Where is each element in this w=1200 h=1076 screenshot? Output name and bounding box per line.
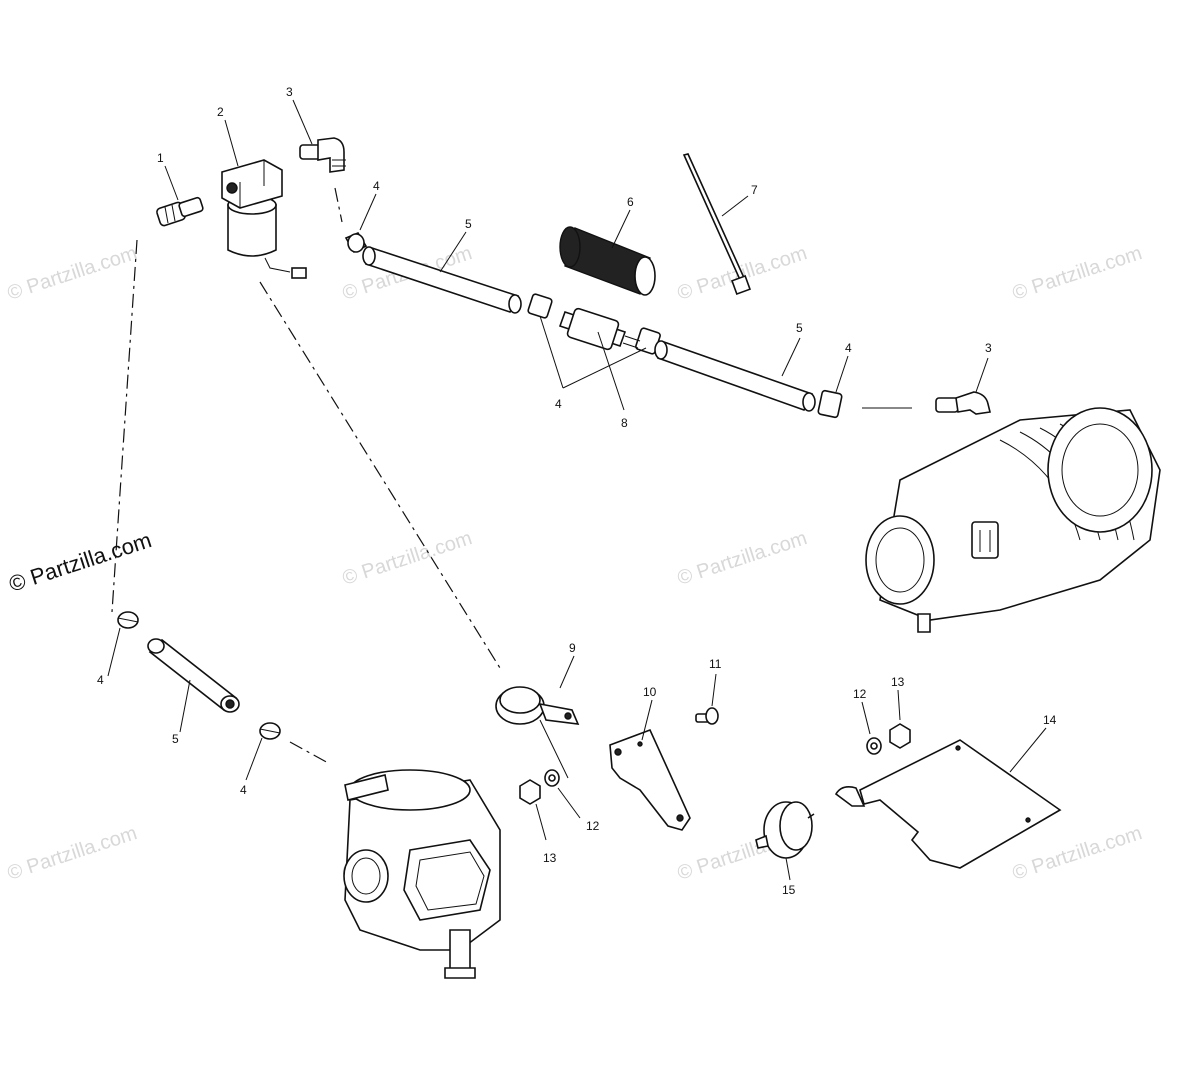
part-15-rubber-mount (755, 801, 815, 859)
part-3-elbow-fitting (299, 137, 346, 173)
callout-8: 8 (621, 416, 628, 430)
part-2-solenoid (221, 159, 307, 279)
part-4-clamp (117, 611, 139, 629)
part-airbox (865, 407, 1161, 633)
part-5-hose (147, 638, 240, 713)
watermark: © Partzilla.com (675, 527, 810, 590)
part-10-bracket (609, 728, 691, 831)
callout-1: 1 (157, 151, 164, 165)
part-4-clamp (527, 293, 553, 319)
part-7-cable-tie (682, 153, 751, 295)
watermark: © Partzilla.com (5, 822, 140, 885)
callout-5: 5 (465, 217, 472, 231)
part-6-sleeve (559, 226, 656, 296)
part-1-fitting (156, 196, 204, 227)
callout-6: 6 (627, 195, 634, 209)
callout-labels: 1 2 3 4 5 6 7 4 5 4 8 5 4 3 4 5 4 9 10 1… (97, 85, 1057, 897)
callout-10: 10 (643, 685, 657, 699)
part-4-clamp (344, 231, 368, 254)
callout-4: 4 (555, 397, 562, 411)
part-4-clamp (817, 389, 843, 419)
part-11-bolt (695, 707, 719, 725)
callout-14: 14 (1043, 713, 1057, 727)
callout-4: 4 (373, 179, 380, 193)
part-13-nut (889, 723, 911, 749)
callout-4: 4 (240, 783, 247, 797)
watermark-featured: © Partzilla.com (6, 527, 155, 597)
callout-12: 12 (586, 819, 600, 833)
connection-lines (111, 187, 912, 765)
part-13-nut (519, 779, 541, 805)
part-14-mount-plate (834, 739, 1062, 869)
callout-7: 7 (751, 183, 758, 197)
part-carburetor (343, 769, 501, 979)
callout-5: 5 (172, 732, 179, 746)
callout-9: 9 (569, 641, 576, 655)
callout-13: 13 (891, 675, 905, 689)
callout-3: 3 (985, 341, 992, 355)
watermark: © Partzilla.com (1010, 822, 1145, 885)
callout-4: 4 (97, 673, 104, 687)
watermark: © Partzilla.com (1010, 242, 1145, 305)
part-5-hose (362, 246, 522, 314)
part-9-clamp-bracket (495, 686, 580, 725)
part-4-clamp (259, 722, 281, 740)
callout-2: 2 (217, 105, 224, 119)
callout-11: 11 (709, 657, 722, 671)
part-5-hose (654, 340, 816, 412)
part-12-washer (544, 769, 560, 787)
callout-15: 15 (782, 883, 796, 897)
watermark: © Partzilla.com (5, 242, 140, 305)
watermark: © Partzilla.com (340, 527, 475, 590)
callout-4: 4 (845, 341, 852, 355)
leader-lines (107, 99, 1047, 881)
part-8-inline-filter (558, 307, 641, 351)
part-12-washer (866, 737, 882, 755)
callout-13: 13 (543, 851, 557, 865)
callout-3: 3 (286, 85, 293, 99)
part-3-elbow-fitting (935, 391, 991, 415)
callout-12: 12 (853, 687, 867, 701)
callout-5: 5 (796, 321, 803, 335)
